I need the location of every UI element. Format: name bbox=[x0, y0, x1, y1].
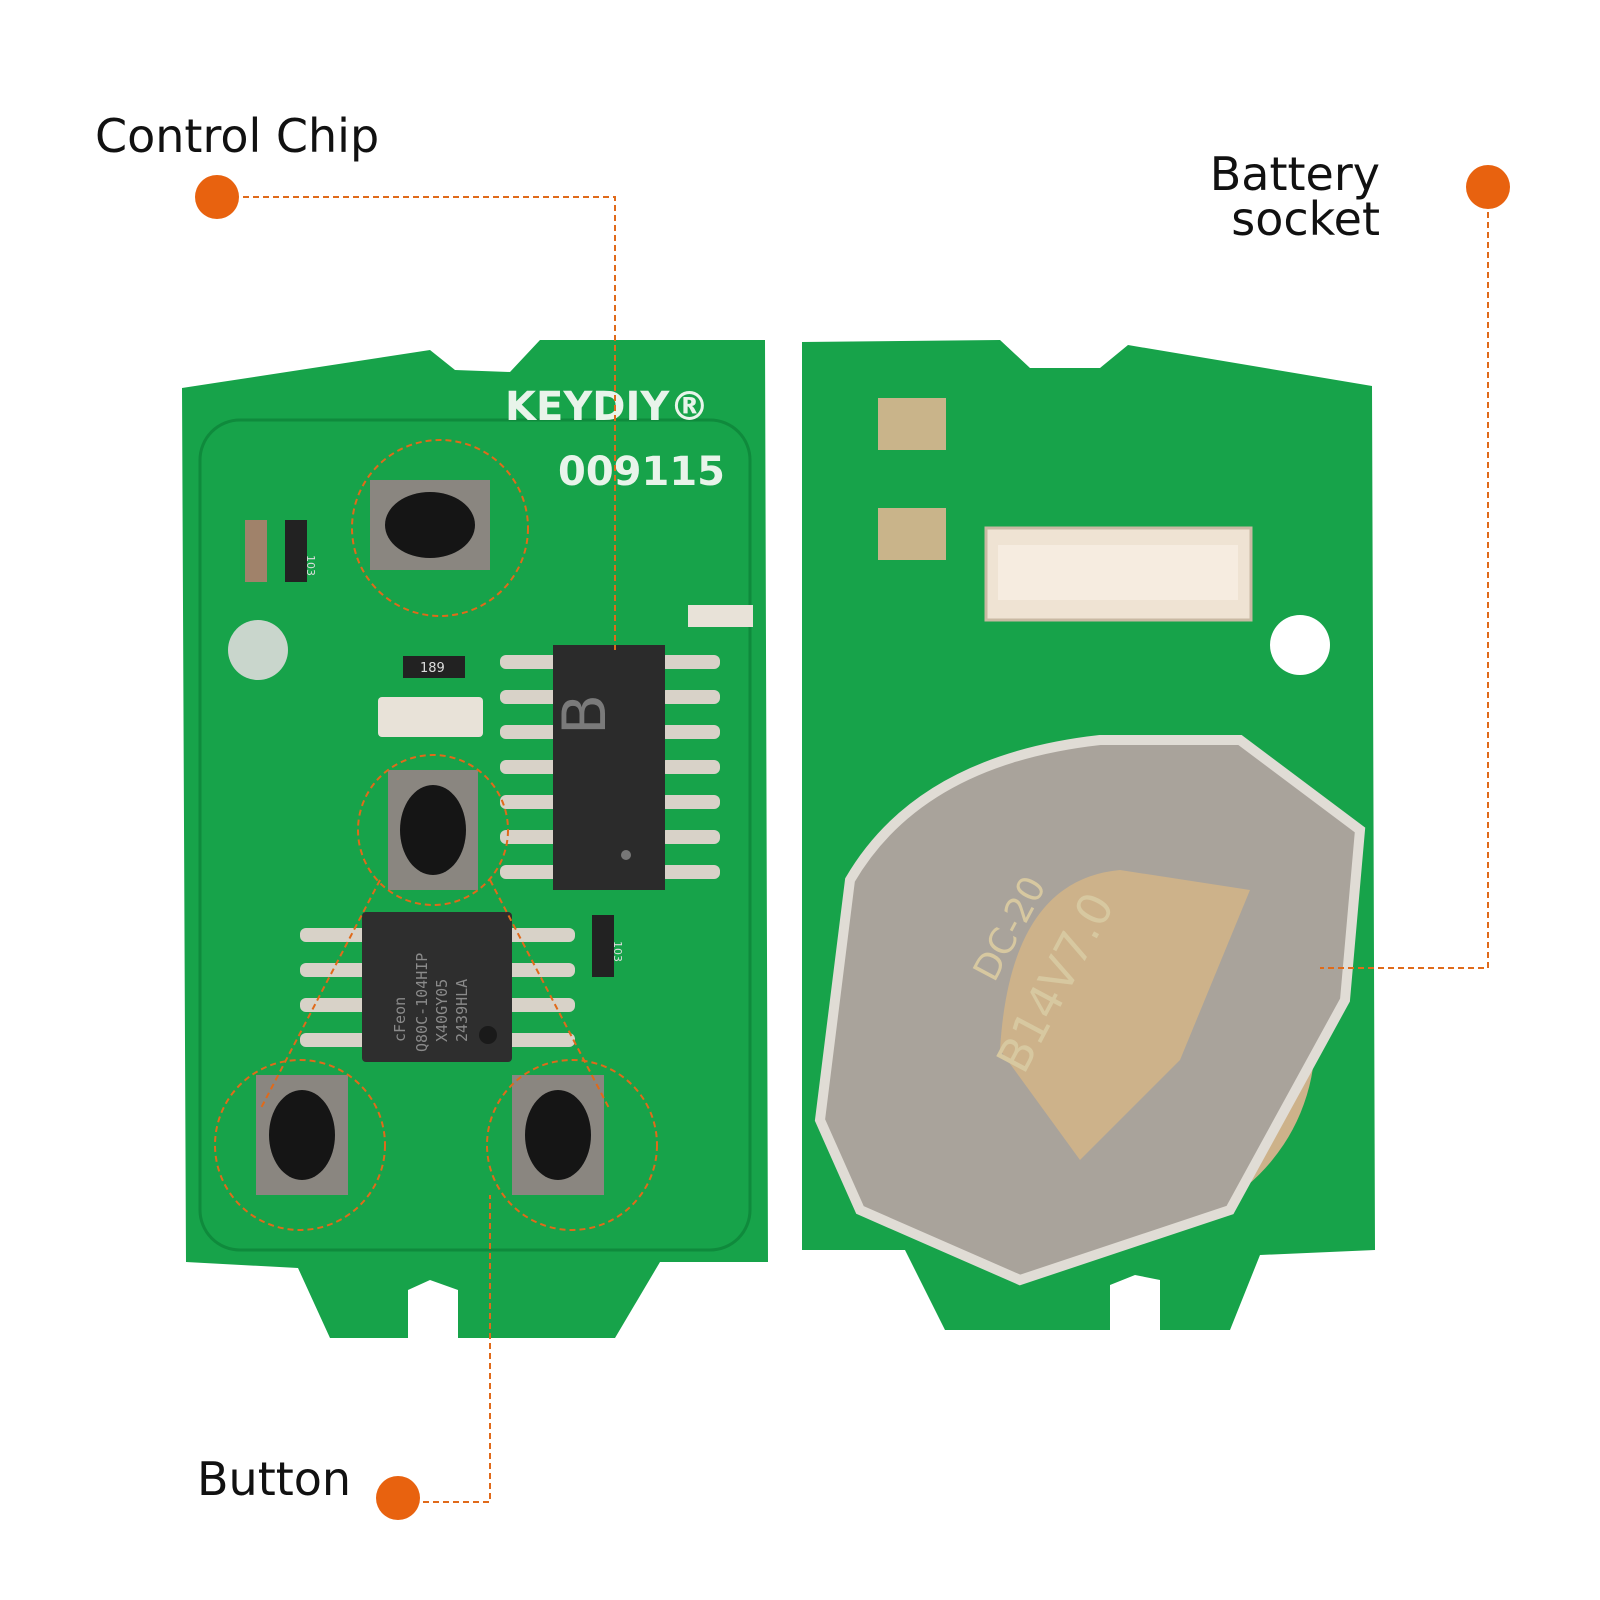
annotation-control-chip: Control Chip bbox=[95, 109, 616, 650]
label-button: Button bbox=[197, 1452, 351, 1506]
board-serial: 009115 bbox=[558, 449, 725, 495]
pad bbox=[878, 508, 946, 560]
marker-dot bbox=[195, 175, 239, 219]
label-battery-socket-line2: socket bbox=[1231, 192, 1380, 246]
resistor-103-b: 103 bbox=[592, 915, 624, 977]
mounting-hole bbox=[228, 620, 288, 680]
svg-text:103: 103 bbox=[611, 941, 624, 962]
chip-marking: B bbox=[550, 694, 620, 735]
resistor-189: 189 bbox=[403, 656, 465, 678]
flash-chip: cFeon Q80C-104HIP X40GY05 2439HLA bbox=[300, 912, 575, 1062]
leader-line bbox=[1320, 212, 1489, 969]
battery-socket: B14V7.0 DC-20 bbox=[814, 735, 1366, 1286]
pad bbox=[878, 398, 946, 450]
control-chip: B bbox=[500, 645, 720, 890]
led bbox=[378, 697, 483, 737]
label-control-chip: Control Chip bbox=[95, 109, 379, 163]
pcb-front: KEYDIY® 009115 B bbox=[182, 340, 768, 1338]
flash-chip-line-2: Q80C-104HIP bbox=[413, 953, 431, 1052]
brand-logo: KEYDIY® bbox=[505, 384, 709, 430]
smd-component bbox=[688, 605, 753, 627]
annotation-button: Button bbox=[197, 1195, 491, 1520]
leader-line bbox=[243, 196, 616, 650]
button-highlight-circles bbox=[214, 439, 658, 1231]
flash-chip-line-3: X40GY05 bbox=[433, 979, 451, 1042]
leader-line bbox=[423, 1195, 491, 1503]
flash-chip-line-4: 2439HLA bbox=[453, 979, 471, 1042]
flash-chip-line-1: cFeon bbox=[391, 997, 409, 1042]
svg-text:103: 103 bbox=[304, 555, 317, 576]
capacitor bbox=[245, 520, 267, 582]
connector bbox=[984, 526, 1253, 622]
tactile-button-middle bbox=[388, 770, 478, 890]
tactile-button-bottom-right bbox=[512, 1075, 604, 1195]
annotation-battery-socket: Battery socket bbox=[1210, 147, 1510, 969]
tactile-button-bottom-left bbox=[256, 1075, 348, 1195]
svg-text:189: 189 bbox=[420, 661, 445, 676]
marker-dot bbox=[1466, 165, 1510, 209]
mounting-hole bbox=[1270, 615, 1330, 675]
pcb-back: B14V7.0 DC-20 bbox=[802, 340, 1375, 1330]
resistor-103-a: 103 bbox=[285, 520, 317, 582]
marker-dot bbox=[376, 1476, 420, 1520]
tactile-button-top bbox=[370, 480, 490, 570]
label-battery-socket-line1: Battery bbox=[1210, 147, 1380, 201]
